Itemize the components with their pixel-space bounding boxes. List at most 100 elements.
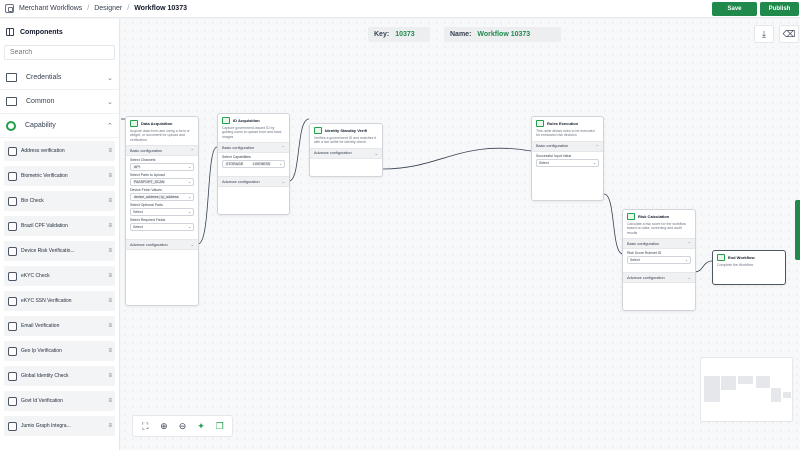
node-identity-verification[interactable]: Identity Standby Verifi Verifies a gover… bbox=[309, 123, 383, 177]
list-item-label: Device Risk Verificatio... bbox=[21, 248, 75, 254]
workflow-canvas[interactable]: Key: 10373 Name: Workflow 10373 ⤓ ⌫ Data… bbox=[121, 19, 800, 450]
drag-handle-icon[interactable]: ≡ bbox=[108, 173, 111, 179]
ruleset-select[interactable]: Select⌄ bbox=[627, 256, 691, 265]
optional-parts-select[interactable]: Select⌄ bbox=[130, 208, 194, 217]
basic-config-section[interactable]: Basic configuration⌃ bbox=[126, 145, 198, 157]
chevron-down-icon: ⌄ bbox=[188, 210, 191, 215]
field-label: Select Channels bbox=[130, 158, 156, 163]
list-item[interactable]: Geo Ip Verification≡ bbox=[4, 341, 115, 361]
advance-config-section[interactable]: Advance configuration⌄ bbox=[310, 147, 382, 159]
eraser-button[interactable]: ⌫ bbox=[779, 25, 799, 43]
drag-handle-icon[interactable]: ≡ bbox=[108, 398, 111, 404]
location-icon bbox=[8, 346, 17, 356]
list-item-label: Bin Check bbox=[21, 198, 44, 204]
field-label: Select Optional Parts bbox=[130, 203, 163, 208]
parts-select[interactable]: PASSPORT_SCAN⌄ bbox=[130, 178, 194, 187]
canvas-toolbar: ⛶ ⊕ ⊖ ✦ ❐ bbox=[132, 415, 233, 437]
field-label: Select Capabilities bbox=[222, 155, 251, 160]
panel-toggle-icon[interactable] bbox=[6, 28, 14, 36]
list-item[interactable]: Biometric Verification≡ bbox=[4, 166, 115, 186]
edge-identity-to-rules bbox=[382, 147, 532, 170]
node-rules-execution[interactable]: Rules Execution This node allows rules t… bbox=[531, 116, 604, 201]
drag-handle-icon[interactable]: ≡ bbox=[108, 423, 111, 429]
chevron-down-icon: ⌄ bbox=[188, 165, 191, 170]
drag-handle-icon[interactable]: ≡ bbox=[108, 273, 111, 279]
list-item[interactable]: Address verification≡ bbox=[4, 141, 115, 161]
drag-handle-icon[interactable]: ≡ bbox=[108, 148, 111, 154]
chevron-down-icon: ⌄ bbox=[188, 195, 191, 200]
list-item-label: eKYC Check bbox=[21, 273, 50, 279]
drag-handle-icon[interactable]: ≡ bbox=[108, 323, 111, 329]
category-capability[interactable]: Capability ⌃ bbox=[0, 114, 119, 138]
node-description: Verifies a government ID and matches it … bbox=[314, 136, 377, 145]
copy-icon[interactable]: ❐ bbox=[215, 420, 224, 431]
list-item[interactable]: Govt Id Verification≡ bbox=[4, 391, 115, 411]
success-value-select[interactable]: Select⌄ bbox=[536, 158, 599, 167]
category-common[interactable]: Common ⌄ bbox=[0, 90, 119, 114]
edge-risk-to-end bbox=[694, 260, 713, 273]
list-item[interactable]: Global Identity Check≡ bbox=[4, 366, 115, 386]
drag-handle-icon[interactable]: ≡ bbox=[108, 198, 111, 204]
drag-handle-icon[interactable]: ≡ bbox=[108, 348, 111, 354]
node-risk-calculation[interactable]: Risk Calculation Calculate a risk score … bbox=[622, 209, 696, 311]
chevron-down-icon: ⌄ bbox=[188, 180, 191, 185]
list-item[interactable]: Bin Check ≡ bbox=[4, 191, 115, 211]
target-icon bbox=[6, 120, 16, 131]
node-id-acquisition[interactable]: ID Acquisition Capture government-issued… bbox=[217, 113, 290, 215]
magic-wand-icon[interactable]: ✦ bbox=[197, 420, 205, 431]
key-value: 10373 bbox=[395, 31, 415, 38]
search-input[interactable] bbox=[10, 49, 114, 56]
advance-config-section[interactable]: Advance configuration⌄ bbox=[126, 239, 198, 251]
required-fields-select[interactable]: Select⌄ bbox=[130, 223, 194, 232]
id-card-icon bbox=[222, 117, 230, 124]
breadcrumb: Merchant Workflows / Designer / Workflow… bbox=[0, 4, 187, 13]
device-fetch-select[interactable]: device_address | ip_address⌄ bbox=[130, 193, 194, 202]
breadcrumb-merchant-workflows[interactable]: Merchant Workflows bbox=[19, 5, 83, 12]
basic-config-section[interactable]: Basic configuration⌃ bbox=[532, 140, 603, 152]
list-item[interactable]: Brazil CPF Validation≡ bbox=[4, 216, 115, 236]
field-label: Successful Input Value bbox=[536, 153, 572, 158]
zoom-out-icon[interactable]: ⊖ bbox=[178, 420, 187, 431]
minimap-node bbox=[771, 388, 781, 402]
basic-config-section[interactable]: Basic configuration⌃ bbox=[623, 238, 695, 250]
node-title: Risk Calculation bbox=[638, 214, 670, 219]
fit-view-icon[interactable]: ⛶ bbox=[142, 420, 149, 431]
category-credentials[interactable]: Credentials ⌄ bbox=[0, 66, 119, 90]
publish-button[interactable]: Publish bbox=[760, 2, 799, 16]
list-item[interactable]: Email Verification≡ bbox=[4, 316, 115, 336]
drag-handle-icon[interactable]: ≡ bbox=[108, 223, 111, 229]
ssn-icon bbox=[8, 296, 17, 306]
download-button[interactable]: ⤓ bbox=[754, 25, 774, 43]
advance-config-section[interactable]: Advance configuration⌄ bbox=[623, 272, 695, 284]
list-item[interactable]: eKYC Check ≡ bbox=[4, 266, 115, 286]
list-item[interactable]: Jumio Graph Integra...≡ bbox=[4, 416, 115, 436]
biometric-icon bbox=[8, 171, 17, 181]
list-item[interactable]: Device Risk Verificatio... ≡ bbox=[4, 241, 115, 261]
search-box[interactable] bbox=[4, 45, 115, 60]
basic-config-section[interactable]: Basic configuration⌃ bbox=[218, 142, 289, 154]
drag-handle-icon[interactable]: ≡ bbox=[108, 298, 111, 304]
device-icon bbox=[8, 246, 17, 256]
zoom-in-icon[interactable]: ⊕ bbox=[160, 420, 168, 431]
drag-handle-icon[interactable]: ≡ bbox=[108, 373, 111, 379]
node-end-workflow[interactable]: End Workflow Complete the Workflow bbox=[712, 250, 786, 285]
edge-data-to-id bbox=[197, 146, 218, 245]
minimap[interactable] bbox=[700, 357, 793, 422]
components-header: Components bbox=[0, 19, 119, 45]
side-panel-tab[interactable] bbox=[795, 200, 800, 260]
connections bbox=[121, 118, 713, 273]
eraser-icon: ⌫ bbox=[782, 28, 796, 39]
list-item[interactable]: eKYC SSN Verification≡ bbox=[4, 291, 115, 311]
advance-config-section[interactable]: Advance configuration⌄ bbox=[218, 176, 289, 188]
drag-handle-icon[interactable]: ≡ bbox=[108, 248, 111, 254]
channels-select[interactable]: API⌄ bbox=[130, 163, 194, 172]
rules-icon bbox=[536, 120, 544, 127]
key-label: Key: bbox=[374, 31, 390, 38]
chevron-up-icon: ⌃ bbox=[595, 143, 599, 149]
category-label: Capability bbox=[25, 122, 56, 129]
section-label: Basic configuration bbox=[222, 145, 255, 150]
save-button[interactable]: Save bbox=[712, 2, 757, 16]
node-data-acquisition[interactable]: Data Acquisition Acquire data from user … bbox=[125, 116, 199, 306]
breadcrumb-designer[interactable]: Designer bbox=[94, 5, 123, 12]
